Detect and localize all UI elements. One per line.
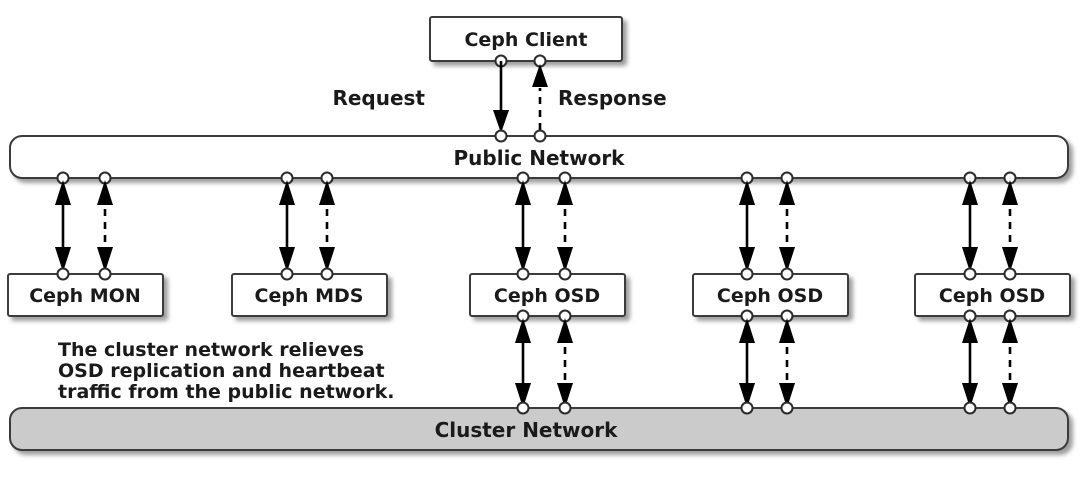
cluster-osd3-edges — [962, 318, 1018, 408]
osd3-arrowhead-down — [962, 247, 978, 272]
note-line-2: OSD replication and heartbeat — [58, 360, 385, 382]
osd3-cluster-dashed-arrowhead-up — [1002, 318, 1018, 343]
ceph-mds-box[interactable] — [231, 273, 388, 317]
public-osd3-edges — [962, 180, 1018, 272]
request-label: Request — [332, 86, 425, 110]
cluster-osd2-edges — [739, 318, 795, 408]
ceph-mon-box[interactable] — [7, 273, 164, 317]
ceph-osd-3-label: Ceph OSD — [939, 285, 1045, 307]
cluster-network-note: The cluster network relieves OSD replica… — [58, 339, 395, 403]
cluster-port-osd2-a — [740, 401, 754, 415]
osd1-arrowhead-up — [515, 180, 531, 205]
daemon-node-mon[interactable]: Ceph MON — [7, 267, 164, 317]
daemon-node-osd-2[interactable]: Ceph OSD — [692, 267, 849, 323]
osd2-cluster-dashed-arrowhead-down — [779, 383, 795, 408]
osd1-cluster-dashed-arrowhead-down — [557, 383, 573, 408]
osd1-arrowhead-down — [515, 247, 531, 272]
osd1-cluster-arrowhead-up — [515, 318, 531, 343]
osd1-dashed-arrowhead-down — [557, 247, 573, 272]
ceph-mds-label: Ceph MDS — [255, 285, 364, 307]
osd2-dashed-arrowhead-up — [779, 180, 795, 205]
mds-arrowhead-up — [279, 180, 295, 205]
daemon-node-mds[interactable]: Ceph MDS — [231, 267, 388, 317]
client-response-edge — [532, 64, 548, 130]
mds-port-top-b — [320, 267, 334, 281]
ceph-osd-1-box[interactable] — [469, 273, 626, 317]
public-osd2-edges — [739, 180, 795, 272]
mon-arrowhead-up — [55, 180, 71, 205]
osd2-cluster-arrowhead-down — [739, 383, 755, 408]
osd2-cluster-dashed-arrowhead-up — [779, 318, 795, 343]
cluster-network-label: Cluster Network — [435, 418, 619, 442]
ceph-osd-2-box[interactable] — [692, 273, 849, 317]
cluster-port-osd2-b — [780, 401, 794, 415]
osd1-cluster-arrowhead-down — [515, 383, 531, 408]
mon-arrowhead-down — [55, 247, 71, 272]
osd3-dashed-arrowhead-down — [1002, 247, 1018, 272]
osd3-arrowhead-up — [962, 180, 978, 205]
cluster-port-osd3-b — [1003, 401, 1017, 415]
ceph-osd-3-box[interactable] — [914, 273, 1071, 317]
mon-port-top-a — [56, 267, 70, 281]
mds-dashed-arrowhead-down — [319, 247, 335, 272]
public-osd1-edges — [515, 180, 573, 272]
osd3-cluster-arrowhead-up — [962, 318, 978, 343]
ceph-osd-2-label: Ceph OSD — [717, 285, 823, 307]
osd3-cluster-arrowhead-down — [962, 383, 978, 408]
public-mon-edges — [55, 180, 113, 272]
public-network-label: Public Network — [454, 146, 626, 170]
osd2-port-top-a — [740, 267, 754, 281]
osd1-dashed-arrowhead-up — [557, 180, 573, 205]
osd1-port-top-a — [516, 267, 530, 281]
mds-port-top-a — [280, 267, 294, 281]
cluster-port-osd1-b — [558, 401, 572, 415]
ceph-osd-1-label: Ceph OSD — [494, 285, 600, 307]
public-port-top-request — [494, 129, 508, 143]
mds-arrowhead-down — [279, 247, 295, 272]
osd3-port-top-a — [963, 267, 977, 281]
osd2-dashed-arrowhead-down — [779, 247, 795, 272]
mon-dashed-arrowhead-up — [97, 180, 113, 205]
note-line-3: traffic from the public network. — [58, 381, 395, 403]
mon-dashed-arrowhead-down — [97, 247, 113, 272]
osd2-port-top-b — [780, 267, 794, 281]
osd3-dashed-arrowhead-up — [1002, 180, 1018, 205]
ceph-mon-label: Ceph MON — [29, 285, 141, 307]
request-arrowhead-down — [493, 110, 509, 133]
ceph-client-label: Ceph Client — [464, 29, 587, 51]
osd1-port-top-b — [558, 267, 572, 281]
public-network-node[interactable]: Public Network — [9, 129, 1069, 185]
client-request-edge — [493, 61, 509, 133]
daemon-node-osd-1[interactable]: Ceph OSD — [469, 267, 626, 323]
cluster-osd1-edges — [515, 318, 573, 408]
osd2-arrowhead-down — [739, 247, 755, 272]
mds-dashed-arrowhead-up — [319, 180, 335, 205]
osd2-cluster-arrowhead-up — [739, 318, 755, 343]
public-mds-edges — [279, 180, 335, 272]
response-label: Response — [558, 86, 667, 110]
osd3-cluster-dashed-arrowhead-down — [1002, 383, 1018, 408]
ceph-client-box[interactable] — [429, 16, 623, 62]
response-arrowhead-up — [532, 64, 548, 87]
daemon-node-osd-3[interactable]: Ceph OSD — [914, 267, 1071, 323]
cluster-port-osd1-a — [516, 401, 530, 415]
cluster-network-node[interactable]: Cluster Network — [9, 401, 1069, 451]
cluster-port-osd3-a — [963, 401, 977, 415]
osd3-port-top-b — [1003, 267, 1017, 281]
note-line-1: The cluster network relieves — [58, 339, 364, 361]
osd1-cluster-dashed-arrowhead-up — [557, 318, 573, 343]
cluster-network-bar[interactable] — [9, 407, 1069, 451]
public-port-top-response — [533, 129, 547, 143]
ceph-client-node[interactable]: Ceph Client — [429, 16, 623, 68]
mon-port-top-b — [98, 267, 112, 281]
osd2-arrowhead-up — [739, 180, 755, 205]
